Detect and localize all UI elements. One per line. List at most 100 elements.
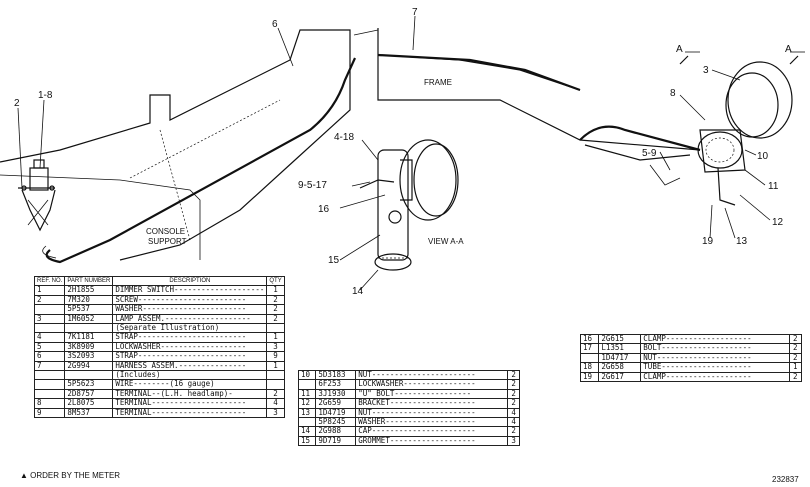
part-number-cell: 5P5623: [64, 379, 114, 390]
view-aa-lamp: [359, 139, 459, 271]
ref-cell: 18: [579, 362, 600, 373]
ref-cell: 10: [297, 369, 317, 381]
ref-cell: 12: [297, 398, 317, 409]
headlamp-assembly-right: [579, 55, 799, 206]
ref-cell: [33, 304, 66, 315]
part-number-cell: L1351: [598, 343, 642, 354]
callout-13: 13: [736, 236, 748, 247]
part-number-cell: 7K1181: [64, 332, 114, 343]
ref-cell: [33, 379, 66, 390]
quantity-cell: 9: [266, 351, 285, 362]
quantity-cell: 1: [266, 360, 285, 372]
callout-19: 19: [702, 236, 714, 247]
console-support-label-line1: CONSOLE: [146, 227, 185, 236]
section-a-left: A: [676, 44, 683, 55]
description-cell: WIRE--------(16 gauge): [112, 379, 268, 390]
callout-leaders: [17, 15, 805, 291]
part-number-cell: 2G659: [315, 398, 357, 409]
ref-cell: 3: [33, 313, 66, 325]
quantity-cell: 2: [788, 371, 803, 383]
callout-9-5-17: 9-5-17: [298, 180, 327, 191]
part-number-cell: 2G988: [315, 426, 357, 437]
callout-3: 3: [703, 65, 709, 76]
ref-cell: 15: [297, 435, 317, 447]
ref-cell: 6: [33, 351, 66, 362]
quantity-cell: 2: [507, 398, 520, 409]
ref-cell: 8: [33, 398, 66, 409]
callout-8: 8: [670, 88, 676, 99]
callout-11: 11: [768, 181, 779, 192]
description-cell: TERMINAL---------------------: [112, 407, 268, 419]
ref-cell: 4: [33, 332, 66, 343]
ref-cell: 19: [579, 371, 600, 383]
description-cell: TUBE--------------------: [640, 362, 790, 373]
quantity-cell: 4: [266, 398, 285, 409]
callout-2: 2: [14, 98, 20, 109]
ref-cell: 1: [33, 285, 66, 296]
callout-10: 10: [757, 151, 769, 162]
description-cell: CLAMP-------------------: [640, 371, 790, 383]
description-cell: WASHER-----------------------: [112, 304, 268, 315]
description-cell: TERMINAL---------------------: [112, 398, 268, 409]
quantity-cell: 1: [788, 362, 803, 373]
frame-label: FRAME: [424, 78, 452, 87]
section-a-right: A: [785, 44, 792, 55]
part-number-cell: 2G994: [64, 360, 114, 372]
part-number-cell: 2G658: [598, 362, 642, 373]
quantity-cell: 2: [788, 343, 803, 354]
part-number-cell: 5P537: [64, 304, 114, 315]
callout-12: 12: [772, 217, 784, 228]
description-cell: BRACKET-------------------: [355, 398, 509, 409]
part-number-cell: 9D719: [315, 435, 357, 447]
part-number-cell: 3S2093: [64, 351, 114, 362]
figure-number: 232837: [772, 475, 799, 484]
frame-rail: [353, 28, 701, 151]
part-number-cell: 1M6052: [64, 313, 114, 325]
quantity-cell: 1: [266, 285, 285, 296]
description-cell: LOCKWASHER----------------: [355, 379, 509, 390]
ref-cell: 7: [33, 360, 66, 372]
callout-15: 15: [328, 255, 340, 266]
part-number-cell: 6F253: [315, 379, 357, 390]
description-cell: GROMMET-------------------: [355, 435, 509, 447]
console-support-structure: [0, 29, 351, 261]
quantity-cell: 3: [266, 407, 285, 419]
ref-cell: [33, 370, 66, 381]
ref-cell: 9: [33, 407, 66, 419]
description-cell: BOLT--------------------: [640, 343, 790, 354]
header-ref: REF. NO.: [33, 275, 66, 287]
callout-7: 7: [412, 7, 418, 18]
part-number-cell: 8M537: [64, 407, 114, 419]
console-support-label-line2: SUPPORT: [148, 237, 187, 246]
quantity-cell: [266, 370, 285, 381]
callout-4-18: 4-18: [334, 132, 354, 143]
description-cell: CAP-----------------------: [355, 426, 509, 437]
callout-14: 14: [352, 286, 364, 297]
ref-cell: [297, 379, 317, 390]
callout-5-9: 5-9: [642, 148, 657, 159]
quantity-cell: 2: [266, 304, 285, 315]
quantity-cell: 2: [507, 426, 520, 437]
quantity-cell: 2: [507, 379, 520, 390]
quantity-cell: [266, 379, 285, 390]
ref-cell: 14: [297, 426, 317, 437]
part-number-cell: 2L8075: [64, 398, 114, 409]
